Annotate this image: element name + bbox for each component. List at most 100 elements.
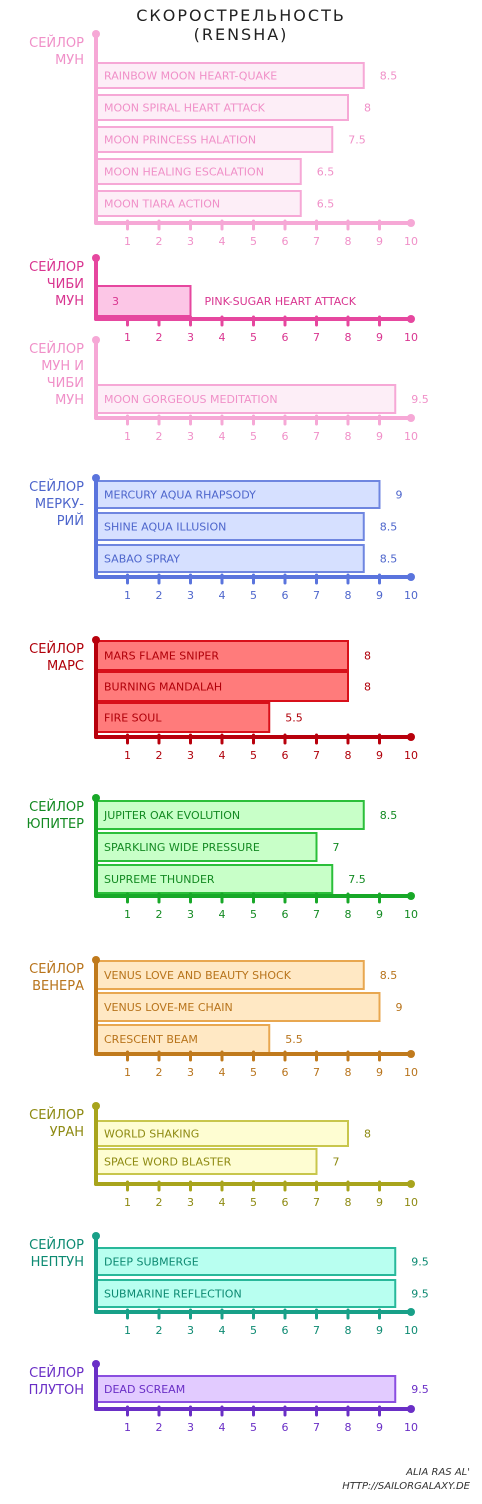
bar bbox=[95, 62, 365, 89]
bar-value-label: 8.5 bbox=[380, 809, 398, 822]
bar-category-label: SPARKLING WIDE PRESSURE bbox=[104, 841, 260, 854]
x-tick-label: 2 bbox=[156, 1421, 163, 1434]
bar-category-label: JUPITER OAK EVOLUTION bbox=[103, 809, 240, 822]
x-tick-label: 4 bbox=[219, 235, 226, 248]
y-axis-end-dot bbox=[92, 30, 100, 38]
bar-value-label: 5.5 bbox=[285, 712, 303, 725]
x-tick-label: 3 bbox=[187, 589, 194, 602]
x-tick-label: 4 bbox=[219, 1324, 226, 1337]
bar-category-label: MOON HEALING ESCALATION bbox=[104, 166, 264, 179]
x-tick-label: 5 bbox=[250, 1421, 257, 1434]
x-tick-label: 5 bbox=[250, 331, 257, 344]
x-tick-label: 3 bbox=[187, 430, 194, 443]
bar-category-label: BURNING MANDALAH bbox=[104, 681, 222, 694]
x-tick-label: 1 bbox=[124, 1066, 131, 1079]
x-tick-label: 7 bbox=[313, 1324, 320, 1337]
bar bbox=[95, 384, 397, 414]
x-tick-label: 8 bbox=[345, 1324, 352, 1337]
x-tick-label: 1 bbox=[124, 430, 131, 443]
y-axis-end-dot bbox=[92, 336, 100, 344]
bar-category-label: DEAD SCREAM bbox=[104, 1383, 185, 1396]
bar bbox=[95, 1247, 397, 1276]
x-tick-label: 3 bbox=[187, 1066, 194, 1079]
bar-category-label: MOON SPIRAL HEART ATTACK bbox=[104, 102, 266, 115]
bar-value-label: 8 bbox=[364, 650, 371, 663]
x-tick-label: 2 bbox=[156, 1324, 163, 1337]
group-label-line: СЕЙЛОР bbox=[29, 35, 84, 51]
y-axis-end-dot bbox=[92, 1232, 100, 1240]
x-tick-label: 6 bbox=[282, 430, 289, 443]
x-axis-end-dot bbox=[407, 414, 415, 422]
x-tick-label: 3 bbox=[187, 1421, 194, 1434]
x-tick-label: 3 bbox=[187, 331, 194, 344]
x-tick-label: 3 bbox=[187, 1196, 194, 1209]
group-label-line: СЕЙЛОР bbox=[29, 961, 84, 977]
group-label-line: РИЙ bbox=[57, 513, 84, 529]
chart-title: СКОРОСТРЕЛЬНОСТЬ (RENSHA) bbox=[0, 6, 482, 44]
x-axis-end-dot bbox=[407, 219, 415, 227]
x-tick-label: 8 bbox=[345, 1421, 352, 1434]
group-label-line: МУН И bbox=[41, 359, 84, 374]
bar-value-label: 5.5 bbox=[285, 1033, 303, 1046]
x-axis-end-dot bbox=[407, 573, 415, 581]
bar-value-label: 9.5 bbox=[411, 393, 429, 406]
x-tick-label: 9 bbox=[376, 1421, 383, 1434]
x-tick-label: 1 bbox=[124, 1421, 131, 1434]
bar bbox=[95, 285, 192, 317]
bar-category-label: SPACE WORD BLASTER bbox=[104, 1156, 232, 1169]
x-axis-end-dot bbox=[407, 1180, 415, 1188]
chart-title-line-1: СКОРОСТРЕЛЬНОСТЬ bbox=[136, 6, 346, 25]
group-label-line: ЧИБИ bbox=[47, 277, 84, 292]
bar bbox=[95, 126, 334, 153]
group-label-line: МУН bbox=[55, 294, 84, 309]
bar bbox=[95, 832, 318, 862]
credit-url[interactable]: HTTP://SAILORGALAXY.DE bbox=[342, 1481, 470, 1492]
bar-value-label: 8 bbox=[364, 102, 371, 115]
x-tick-label: 4 bbox=[219, 1196, 226, 1209]
x-tick-label: 8 bbox=[345, 908, 352, 921]
bar-category-label: SHINE AQUA ILLUSION bbox=[104, 521, 226, 534]
bar-value-label: 8.5 bbox=[380, 553, 398, 566]
x-tick-label: 10 bbox=[404, 331, 418, 344]
chart-title-line-2: (RENSHA) bbox=[193, 25, 289, 44]
x-tick-label: 6 bbox=[282, 1196, 289, 1209]
x-tick-label: 10 bbox=[404, 589, 418, 602]
group-label-line: УРАН bbox=[50, 1125, 84, 1140]
x-tick-label: 9 bbox=[376, 331, 383, 344]
bar-category-label: DEEP SUBMERGE bbox=[104, 1256, 199, 1269]
x-tick-label: 10 bbox=[404, 908, 418, 921]
x-tick-label: 7 bbox=[313, 908, 320, 921]
bar-category-label: VENUS LOVE-ME CHAIN bbox=[104, 1001, 233, 1014]
bar-value-label: 7.5 bbox=[348, 873, 366, 886]
bar bbox=[95, 190, 302, 217]
bar-value-label: 8 bbox=[364, 1128, 371, 1141]
x-tick-label: 1 bbox=[124, 331, 131, 344]
x-tick-label: 2 bbox=[156, 589, 163, 602]
x-tick-label: 2 bbox=[156, 1066, 163, 1079]
x-tick-label: 7 bbox=[313, 1066, 320, 1079]
x-tick-label: 1 bbox=[124, 908, 131, 921]
credit-block: ALIA RAS AL' HTTP://SAILORGALAXY.DE bbox=[342, 1466, 470, 1494]
x-tick-label: 9 bbox=[376, 589, 383, 602]
x-tick-label: 10 bbox=[404, 1066, 418, 1079]
x-tick-label: 10 bbox=[404, 1324, 418, 1337]
bar-category-label: CRESCENT BEAM bbox=[104, 1033, 198, 1046]
x-axis-end-dot bbox=[407, 315, 415, 323]
x-tick-label: 4 bbox=[219, 908, 226, 921]
bar-category-label: SUPREME THUNDER bbox=[104, 873, 215, 886]
x-tick-label: 1 bbox=[124, 1196, 131, 1209]
bar-value-label: 9.5 bbox=[411, 1383, 429, 1396]
bar-category-label: SUBMARINE REFLECTION bbox=[104, 1288, 242, 1301]
x-axis-end-dot bbox=[407, 733, 415, 741]
group-label-line: МАРС bbox=[47, 659, 84, 674]
x-axis-end-dot bbox=[407, 1405, 415, 1413]
bar bbox=[95, 512, 365, 541]
x-tick-label: 7 bbox=[313, 331, 320, 344]
bar-value-label: 7.5 bbox=[348, 134, 366, 147]
group-label-line: СЕЙЛОР bbox=[29, 799, 84, 815]
x-tick-label: 2 bbox=[156, 1196, 163, 1209]
x-tick-label: 9 bbox=[376, 908, 383, 921]
x-tick-label: 2 bbox=[156, 430, 163, 443]
x-tick-label: 7 bbox=[313, 749, 320, 762]
x-tick-label: 8 bbox=[345, 235, 352, 248]
